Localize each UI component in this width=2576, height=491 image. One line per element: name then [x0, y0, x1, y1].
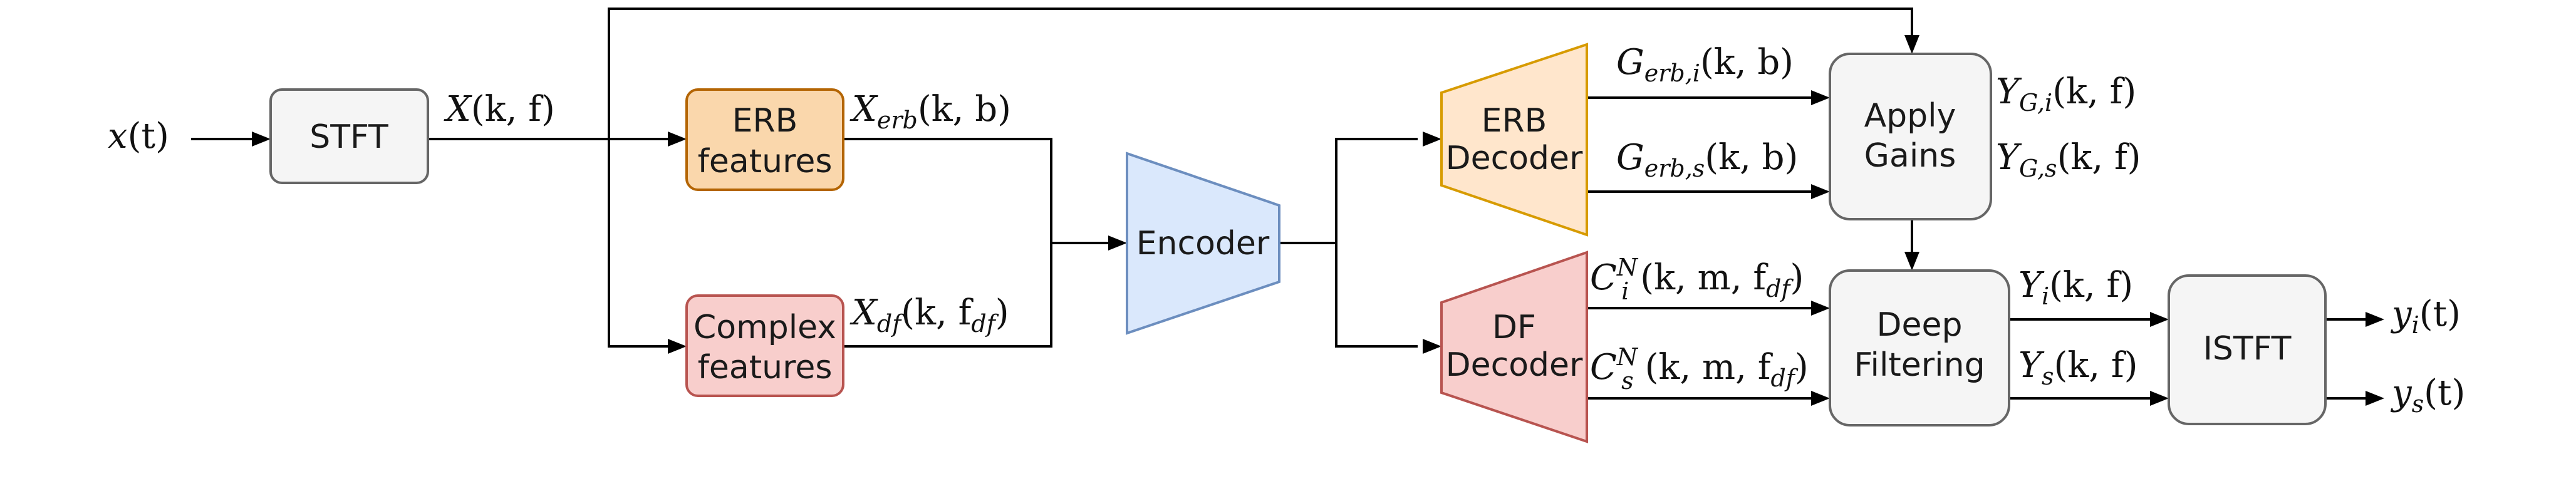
apply-gains-label-line1: Apply [1864, 97, 1956, 135]
deep-filtering-box [1829, 269, 2010, 426]
label-g-erb-i: Gerb,i(k, b) [1616, 42, 1794, 87]
encoder-label: Encoder [1136, 225, 1270, 262]
arrowhead-df-decoder [1423, 339, 1441, 354]
df-decoder-trapezoid [1440, 251, 1588, 443]
label-input-x-t: x(t) [108, 116, 169, 157]
arrowhead-erb-decoder [1423, 132, 1441, 147]
df-decoder-label-line1: DF [1492, 309, 1536, 346]
arrowhead-erb-features [668, 132, 687, 147]
stft-label: STFT [309, 118, 388, 156]
arrowhead-encoder [1108, 235, 1127, 251]
deep-filtering-block: Deep Filtering [1829, 269, 2010, 426]
connections [191, 8, 2369, 400]
erb-decoder-trapezoid [1440, 43, 1588, 237]
erb-features-label-line1: ERB [732, 102, 798, 140]
apply-gains-label-line2: Gains [1864, 137, 1956, 175]
istft-box [2168, 274, 2327, 425]
arrowhead-deep-filtering-top [1904, 252, 1919, 271]
wire-complex-features-to-encoder [843, 243, 1052, 348]
istft-label: ISTFT [2203, 330, 2292, 368]
erb-features-label-line2: features [698, 143, 833, 180]
istft-block: ISTFT [2168, 274, 2327, 425]
df-decoder-label-line2: Decoder [1446, 346, 1583, 384]
wire-skip-to-apply-gains [608, 8, 1913, 139]
label-y-s-kf: Ys(k, f) [2018, 345, 2137, 390]
complex-features-box [685, 294, 844, 397]
arrowheads [252, 35, 2384, 406]
encoder-trapezoid [1126, 152, 1280, 335]
wire-erb-features-to-encoder [843, 138, 1112, 244]
complex-features-block: Complex features [685, 294, 844, 397]
stft-box [269, 88, 429, 184]
deep-filtering-label-line1: Deep [1876, 306, 1962, 344]
label-y-g-s: YG,s(k, f) [1996, 137, 2141, 182]
arrowhead-gains-i [1811, 90, 1830, 105]
erb-decoder-label-line2: Decoder [1446, 140, 1583, 177]
wire-to-complex-features [608, 139, 672, 348]
apply-gains-box [1829, 53, 1992, 220]
label-x-df: Xdf(k, fdf) [849, 292, 1009, 338]
label-stft-out: X(k, f) [444, 89, 555, 130]
wire-encoder-to-erb-decoder [1279, 138, 1418, 244]
label-x-erb: Xerb(k, b) [849, 89, 1011, 134]
arrowhead-out-i [2366, 312, 2384, 327]
complex-features-label-line2: features [698, 349, 833, 386]
arrowhead-deep-filtering-i [1811, 301, 1830, 316]
deep-filtering-label-line2: Filtering [1854, 346, 1985, 384]
apply-gains-block: Apply Gains [1829, 53, 1992, 220]
arrowhead-istft-i [2150, 312, 2169, 327]
arrowhead-gains-s [1811, 184, 1830, 199]
erb-features-block: ERB features [685, 88, 844, 191]
erb-decoder-label-line1: ERB [1482, 102, 1547, 140]
arrowhead-complex-features [668, 339, 687, 354]
label-out-y-s: ys(t) [2390, 373, 2465, 418]
erb-decoder-block: ERB Decoder [1440, 43, 1588, 237]
arrowhead-stft [252, 132, 271, 147]
label-y-g-i: YG,i(k, f) [1996, 71, 2136, 116]
df-decoder-block: DF Decoder [1440, 251, 1588, 443]
label-y-i-kf: Yi(k, f) [2018, 265, 2133, 310]
arrowhead-istft-s [2150, 391, 2169, 406]
arrowhead-deep-filtering-s [1811, 391, 1830, 406]
stft-block: STFT [269, 88, 429, 184]
arrowhead-apply-gains-top [1904, 35, 1919, 54]
encoder-block: Encoder [1126, 152, 1280, 335]
arrowhead-out-s [2366, 391, 2384, 406]
signal-labels: x(t) X(k, f) Xerb(k, b) Xdf(k, fdf) Gerb… [108, 42, 2465, 418]
label-out-y-i: yi(t) [2390, 294, 2461, 339]
complex-features-label-line1: Complex [693, 309, 836, 346]
erb-features-box [685, 88, 844, 191]
label-g-erb-s: Gerb,s(k, b) [1616, 137, 1798, 182]
wire-encoder-to-df-decoder [1335, 243, 1418, 348]
